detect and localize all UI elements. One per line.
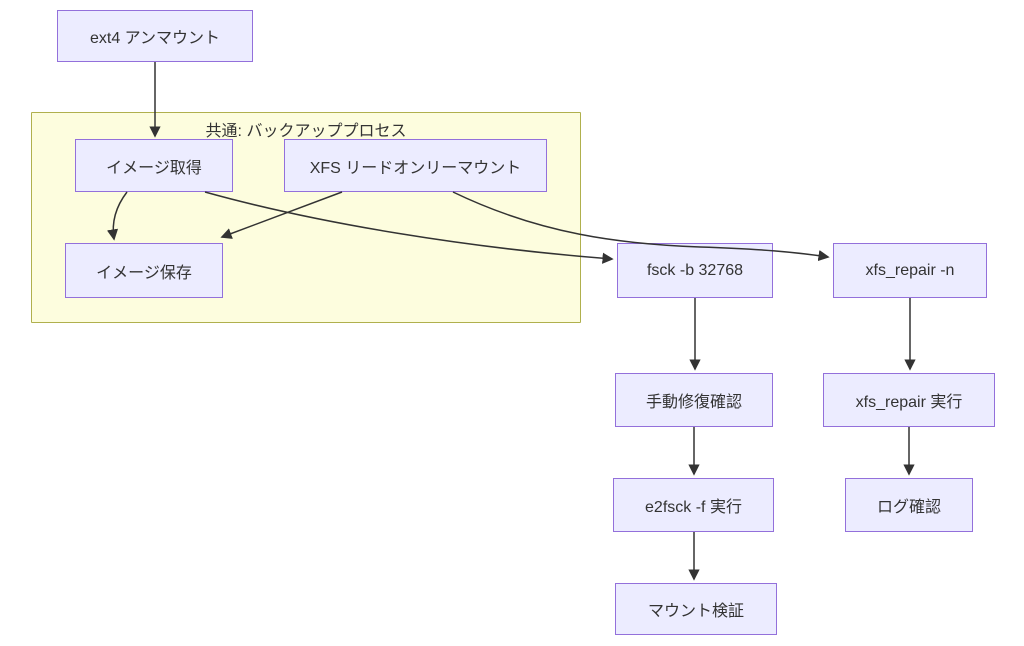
node-e2fsck-f-run: e2fsck -f 実行 bbox=[613, 478, 774, 532]
node-mount-verify-label: マウント検証 bbox=[647, 603, 744, 620]
node-xfs-repair-run-label: xfs_repair 実行 bbox=[855, 394, 963, 411]
node-manual-repair-confirm-label: 手動修復確認 bbox=[645, 394, 742, 411]
node-xfs-readonly-mount-label: XFS リードオンリーマウント bbox=[309, 159, 522, 177]
node-xfs-readonly-mount: XFS リードオンリーマウント bbox=[284, 139, 547, 192]
node-image-save: イメージ保存 bbox=[65, 243, 223, 298]
node-image-save-label: イメージ保存 bbox=[96, 264, 192, 282]
node-log-check-label: ログ確認 bbox=[876, 499, 941, 516]
node-ext4-unmount-label: ext4 アンマウント bbox=[89, 30, 221, 47]
node-xfs-repair-n: xfs_repair -n bbox=[833, 243, 987, 298]
node-manual-repair-confirm: 手動修復確認 bbox=[615, 373, 773, 427]
node-xfs-repair-run: xfs_repair 実行 bbox=[823, 373, 995, 427]
cluster-backup-process-label: 共通: バックアッププロセス bbox=[205, 123, 407, 140]
node-fsck-b-32768: fsck -b 32768 bbox=[617, 243, 773, 298]
node-fsck-b-32768-label: fsck -b 32768 bbox=[646, 261, 744, 279]
node-ext4-unmount: ext4 アンマウント bbox=[57, 10, 253, 62]
node-image-capture-label: イメージ取得 bbox=[106, 159, 202, 177]
node-xfs-repair-n-label: xfs_repair -n bbox=[865, 261, 955, 279]
node-image-capture: イメージ取得 bbox=[75, 139, 233, 192]
node-log-check: ログ確認 bbox=[845, 478, 973, 532]
node-mount-verify: マウント検証 bbox=[615, 583, 777, 635]
node-e2fsck-f-run-label: e2fsck -f 実行 bbox=[645, 499, 742, 516]
